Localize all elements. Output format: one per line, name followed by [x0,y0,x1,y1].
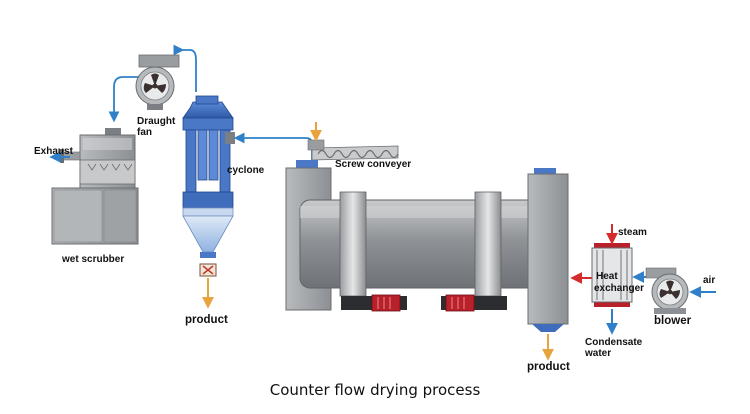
blower-fan-icon [659,280,680,299]
draught-fan [135,54,180,110]
dryer-discharge-end [527,168,569,332]
screw-conveyer [307,139,399,161]
heat-exchanger [591,243,633,307]
cyclone-product-label: product [185,314,228,326]
dryer-product-label: product [527,361,570,373]
screw-conveyer-label: Screw conveyer [335,159,412,170]
wet-scrubber-label: wet scrubber [62,254,125,265]
steam-label: steam [618,227,647,238]
cyclone-label: cyclone [227,165,265,176]
heat-exchanger-label-line1: Heat [596,271,618,282]
exhaust-label: Exhaust [34,146,73,157]
blower [645,267,689,314]
fan-blades-icon [143,73,166,93]
condensate-label-line2: water [585,348,612,359]
draught-fan-label-line1: Draught [137,116,176,127]
fan-to-scrubber-duct [108,76,152,123]
air-label: air [703,275,716,286]
cyclone [182,95,235,277]
cyclone-to-fan-duct [173,44,197,92]
dryer-to-cyclone-duct [233,132,313,162]
drum-supports [341,294,507,312]
wet-scrubber [51,128,139,245]
condensate-label-line1: Condensate [585,337,643,348]
heat-exchanger-label-line2: exchanger [594,283,645,294]
diagram-caption: Counter flow drying process [269,381,481,399]
rotary-drum [299,191,551,297]
blower-label: blower [654,315,692,327]
draught-fan-label-line2: fan [137,127,152,138]
